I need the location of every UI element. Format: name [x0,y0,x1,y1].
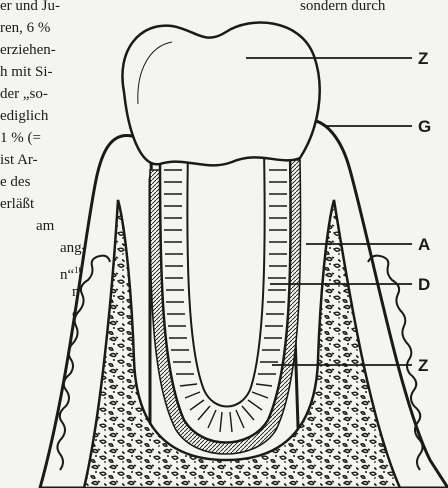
label-d: D [418,275,430,294]
label-gingiva-g: G [418,117,431,136]
label-crown-z: Z [418,49,428,68]
label-root-z: Z [418,356,428,375]
pulp-cavity [187,150,264,407]
label-a: A [418,235,430,254]
tooth-crown [122,23,319,166]
